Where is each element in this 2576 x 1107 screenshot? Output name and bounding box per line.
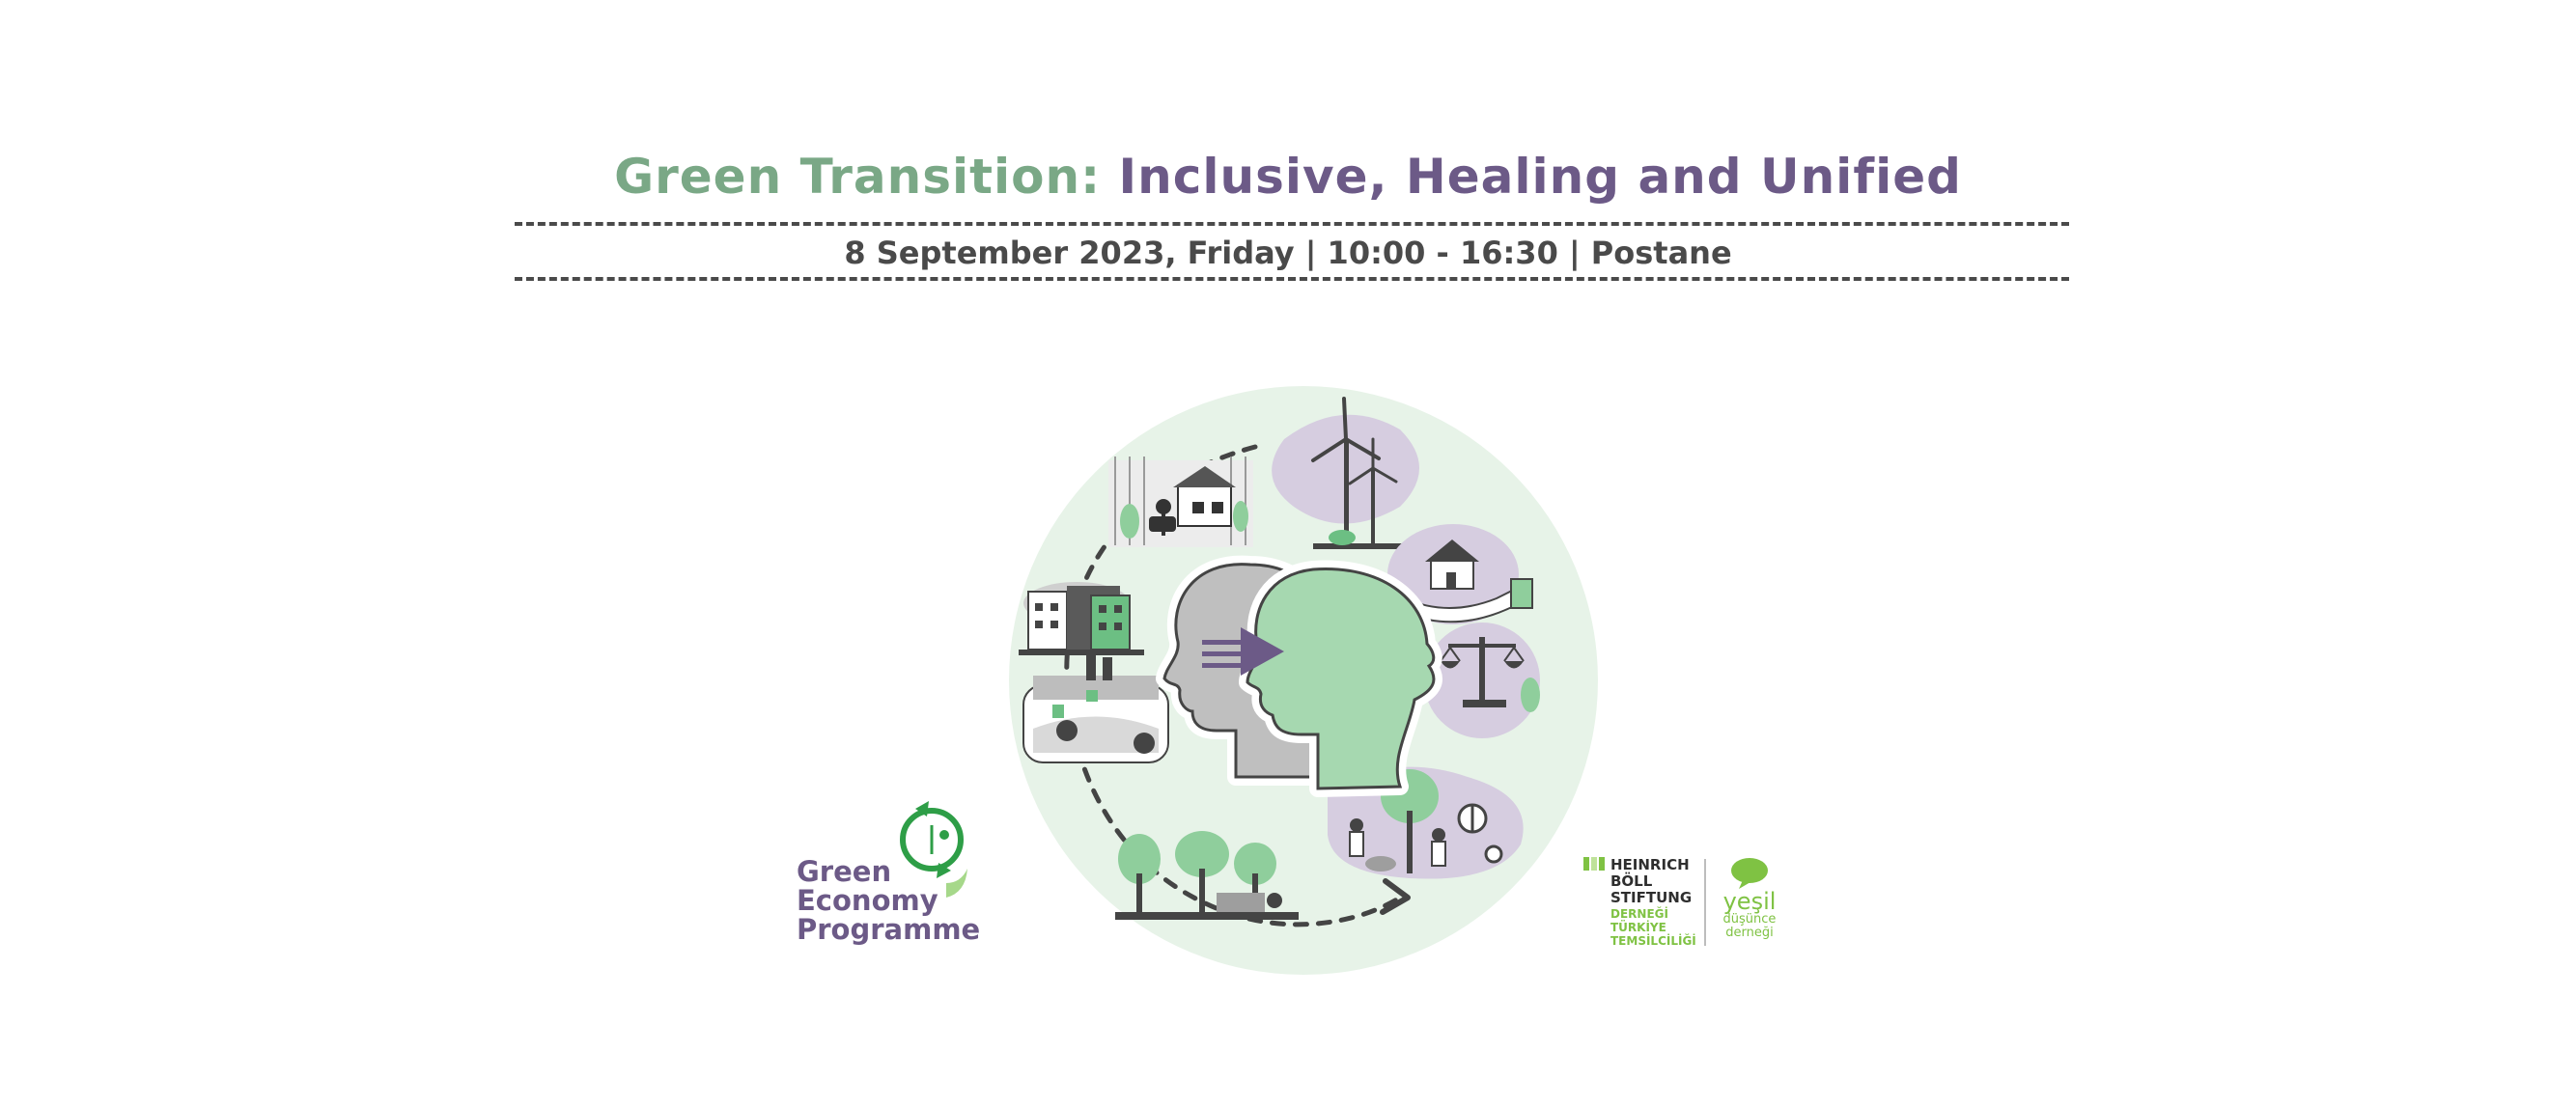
title-green-part: Green Transition:: [614, 149, 1102, 205]
polluted-city-icon: [1108, 457, 1253, 547]
hbs-subtitle: DERNEĞİ TÜRKİYE TEMSİLCİLİĞİ: [1610, 907, 1696, 948]
yesil-main-word: yeşil: [1722, 888, 1777, 915]
speech-bubble-icon: [1731, 858, 1768, 889]
city-buildings-icon: [1019, 582, 1144, 655]
hbs-name-line1: HEINRICH: [1610, 856, 1690, 873]
gep-emblem-icon: [900, 801, 967, 898]
event-title: Green Transition: Inclusive, Healing and…: [0, 143, 2576, 210]
house-in-hand-icon: [1387, 524, 1533, 624]
hbs-sub-line2: TÜRKİYE: [1610, 921, 1666, 934]
hbs-name: HEINRICH BÖLL STIFTUNG: [1610, 857, 1692, 906]
gep-line-green: Green: [797, 855, 892, 888]
reforestation-icon: [1115, 831, 1299, 920]
hbs-name-line2: BÖLL: [1610, 872, 1653, 890]
gep-logo-text: Green Economy Programme: [797, 857, 980, 944]
journey-arrowhead: [1380, 878, 1411, 915]
gep-line-programme: Programme: [797, 913, 981, 946]
logo-divider: [1704, 859, 1706, 946]
hbs-logo: HEINRICH BÖLL STIFTUNG DERNEĞİ TÜRKİYE T…: [1583, 857, 1699, 954]
dashed-rule-bottom: [515, 277, 2069, 281]
wind-turbine-icon: [1272, 397, 1419, 549]
industry-icon: [1022, 651, 1169, 763]
hbs-sub-line3: TEMSİLCİLİĞİ: [1610, 934, 1696, 948]
two-heads-arrow-icon: [1156, 555, 1442, 797]
hbs-mark-icon: [1583, 857, 1605, 871]
transition-illustration: [1009, 386, 1598, 975]
hbs-name-line3: STIFTUNG: [1610, 889, 1693, 906]
gep-line-economy: Economy: [797, 884, 938, 917]
event-details: 8 September 2023, Friday | 10:00 - 16:30…: [844, 235, 1732, 271]
yesil-logo: yeşil düşünce derneği: [1711, 857, 1788, 954]
dashed-rule-top: [515, 222, 2069, 226]
title-purple-part: Inclusive, Healing and Unified: [1118, 149, 1962, 205]
yesil-sub-line1: düşünce: [1722, 912, 1777, 927]
yesil-sub-line2: derneği: [1725, 926, 1774, 940]
hbs-sub-line1: DERNEĞİ: [1610, 907, 1668, 921]
